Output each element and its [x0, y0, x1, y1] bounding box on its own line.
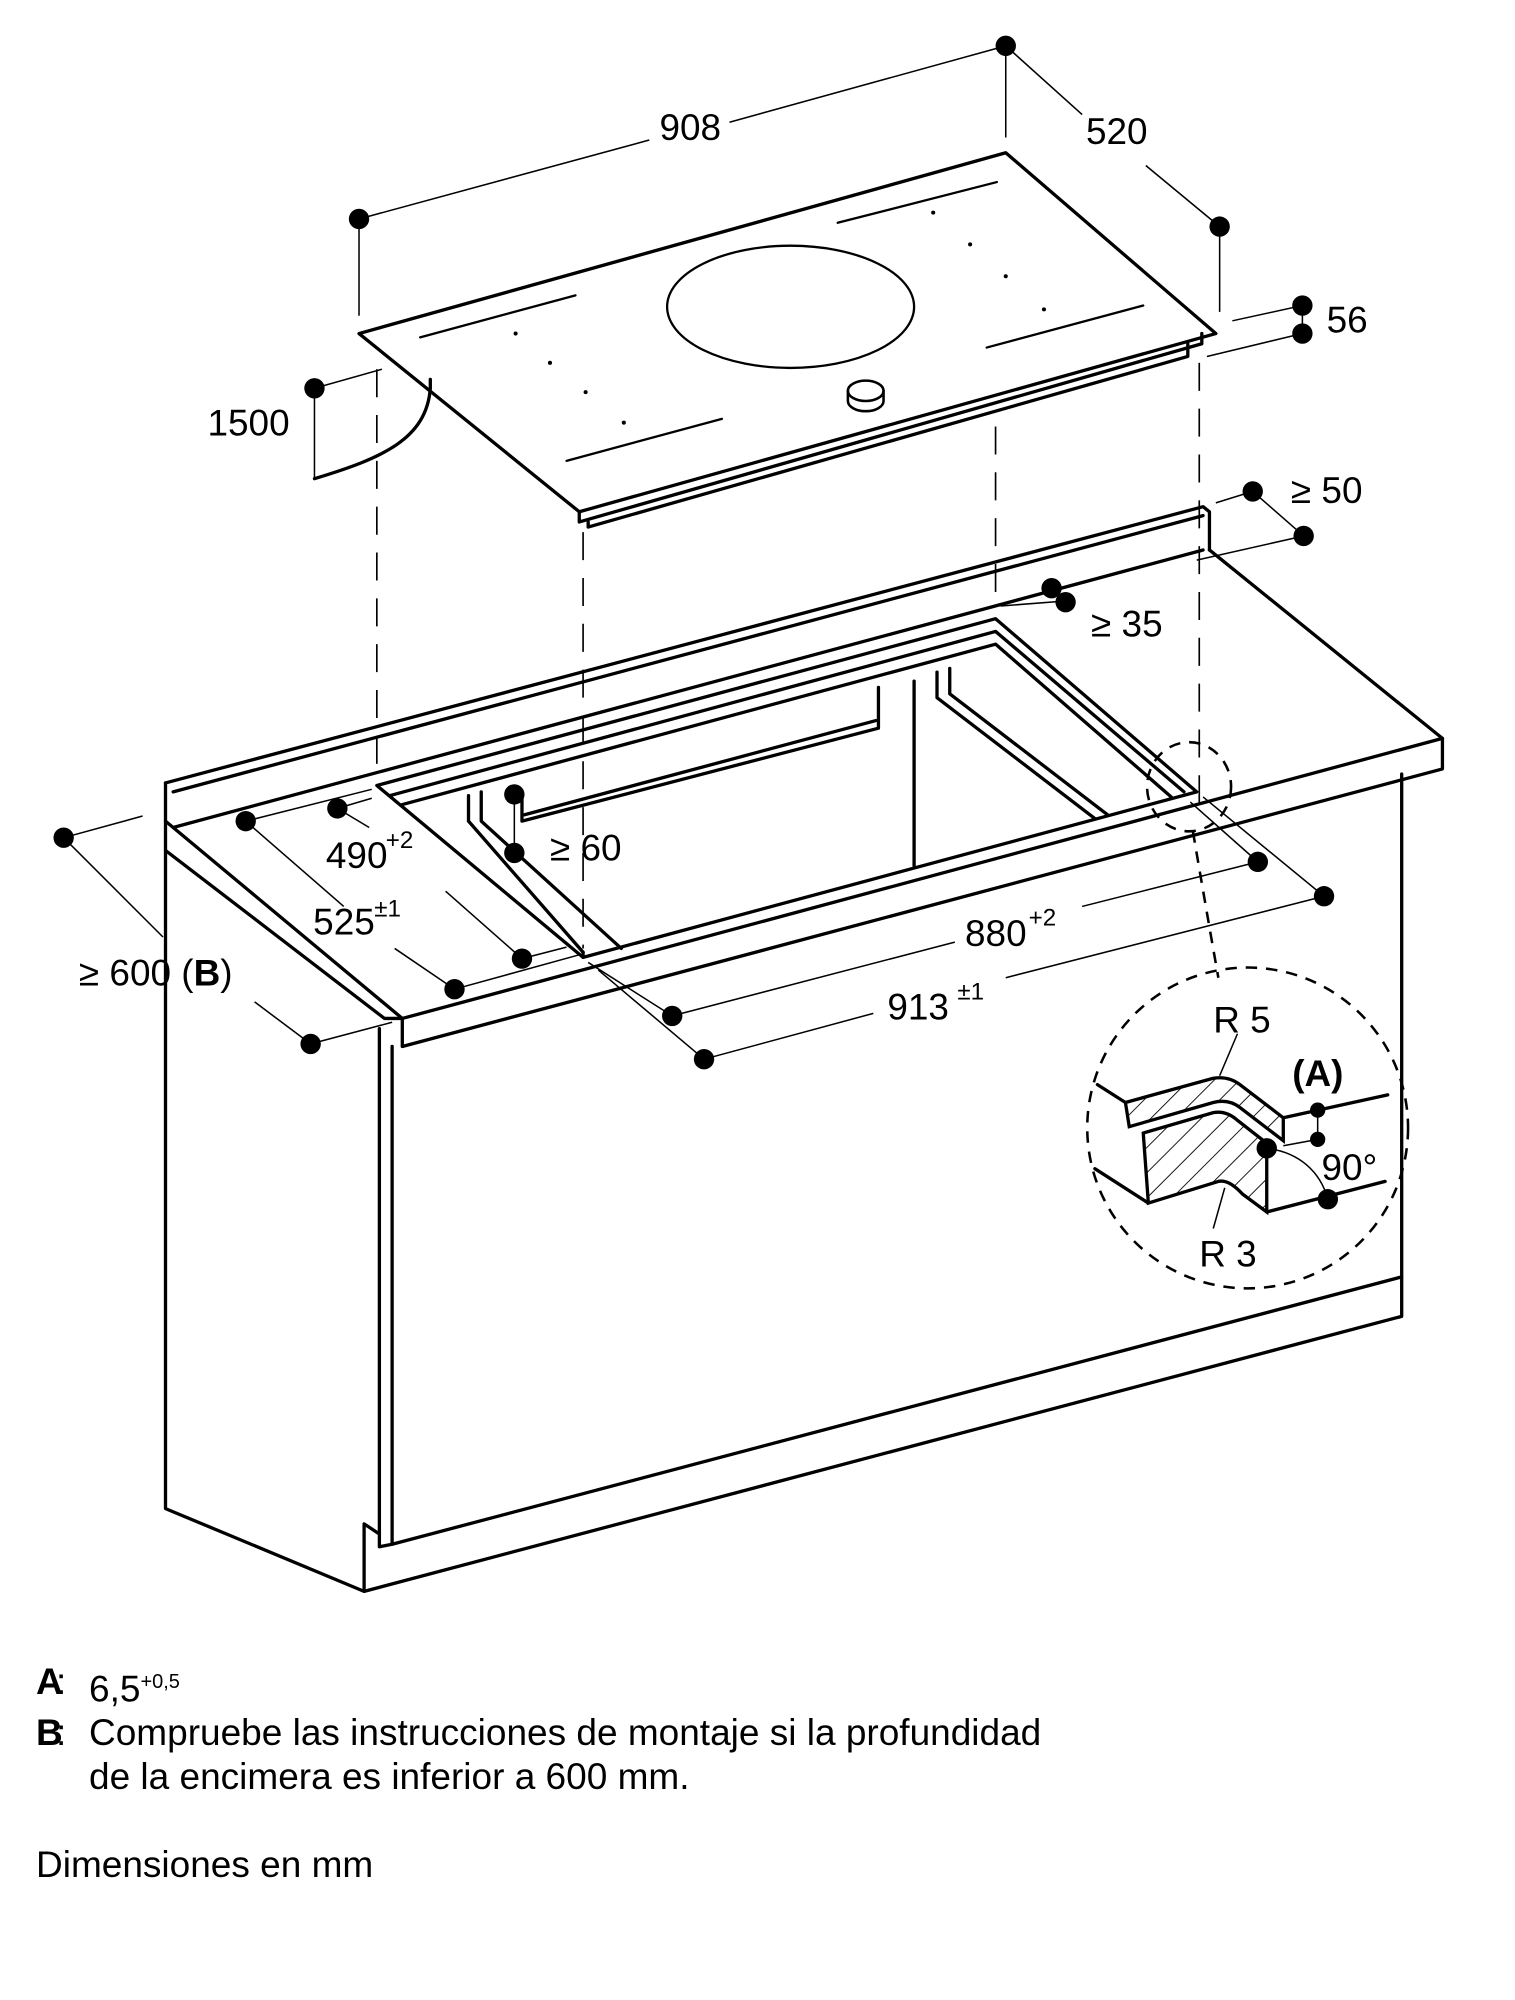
units-note: Dimensiones en mm	[36, 1844, 374, 1886]
note-b-text: Compruebe las instrucciones de montaje s…	[89, 1712, 1042, 1754]
edge-profile-section	[1093, 1076, 1390, 1216]
hob	[312, 151, 1218, 529]
dim-cutout-depth-outer-label: 525	[313, 901, 375, 942]
dim-worktop-depth: ≥ 600 (B)	[53, 815, 393, 1055]
dim-cutout-depth-inner-tol: +2	[386, 827, 414, 854]
dim-cutout-width-outer-label: 913	[887, 987, 949, 1028]
note-a: A: 6,5+0,5	[36, 1661, 180, 1710]
dim-cutout-depth-inner: 490 +2	[326, 797, 567, 969]
worktop-top-surface	[171, 548, 1445, 1021]
detail-angle-label: 90°	[1321, 1147, 1377, 1188]
detail-magnifier-circle	[1085, 966, 1410, 1290]
dim-cutout-depth-outer: 525 ±1	[235, 788, 580, 1000]
note-b-continuation-row: de la encimera es inferior a 600 mm.	[36, 1755, 1041, 1799]
hob-frame	[586, 342, 1190, 529]
note-b: B: Compruebe las instrucciones de montaj…	[36, 1712, 1042, 1754]
dim-hob-depth-label: 520	[1086, 111, 1148, 152]
dim-front-edge-label: ≥ 60	[550, 828, 622, 869]
hob-glass-top	[357, 151, 1218, 514]
power-cable	[312, 377, 432, 481]
dim-front-edge: ≥ 60	[504, 784, 622, 869]
dim-back-clearance-label: ≥ 50	[1291, 470, 1363, 511]
detail-radius-top: R 5	[1213, 999, 1270, 1040]
dim-cutout-width-outer-tol: ±1	[957, 978, 984, 1005]
worktop	[163, 505, 1445, 1049]
backsplash	[163, 505, 1212, 785]
dim-rear-edge: ≥ 35	[1000, 577, 1163, 645]
flex-zone	[665, 244, 916, 370]
detail-ref-a: (A)	[1292, 1053, 1343, 1094]
dim-cutout-width-inner-label: 880	[965, 913, 1027, 954]
hob-zone-markings	[418, 180, 1145, 462]
dim-cutout-width-inner-tol: +2	[1029, 905, 1057, 932]
dim-back-clearance: ≥ 50	[1196, 470, 1363, 561]
dim-worktop-depth-label: ≥ 600 (B)	[79, 952, 233, 993]
note-b-key: B	[36, 1712, 63, 1754]
note-a-key: A	[36, 1661, 63, 1702]
notes: A: 6,5+0,5 B: Compruebe las instruccione…	[36, 1660, 1041, 1887]
detail-callout: (A) 90° R 5 R 3	[1085, 740, 1410, 1290]
control-knob-icon	[846, 379, 885, 413]
dim-cutout-width-inner: 880 +2	[587, 801, 1269, 1027]
dim-cutout-depth-outer-tol: ±1	[374, 896, 401, 923]
dim-hob-width: 908	[348, 35, 1016, 316]
dim-edge-thickness: (A)	[1283, 1053, 1343, 1148]
detail-marker-circle	[1145, 740, 1233, 833]
dim-hob-height: 56	[1206, 295, 1368, 358]
note-b-continuation: de la encimera es inferior a 600 mm.	[89, 1756, 690, 1798]
cabinet	[163, 772, 1404, 1593]
dim-hob-height-label: 56	[1327, 299, 1368, 340]
dim-angle: 90°	[1256, 1138, 1377, 1210]
dim-hob-depth: 520	[1005, 45, 1230, 312]
note-a-text: 6,5+0,5	[89, 1668, 180, 1710]
dim-cutout-width-outer: 913 ±1	[597, 796, 1335, 1070]
dim-cable-length-label: 1500	[208, 402, 290, 443]
projection-lines	[376, 362, 1201, 949]
dim-cutout-depth-inner-label: 490	[326, 835, 388, 876]
worktop-front-edge	[400, 736, 1445, 1049]
cutout-outer	[375, 617, 1199, 960]
dim-hob-width-label: 908	[659, 107, 721, 148]
dim-cable-length: 1500	[208, 368, 383, 479]
hob-edge	[577, 331, 1204, 524]
detail-radius-bottom: R 3	[1199, 1234, 1256, 1275]
cutout	[375, 617, 1199, 960]
dim-rear-edge-label: ≥ 35	[1091, 604, 1163, 645]
